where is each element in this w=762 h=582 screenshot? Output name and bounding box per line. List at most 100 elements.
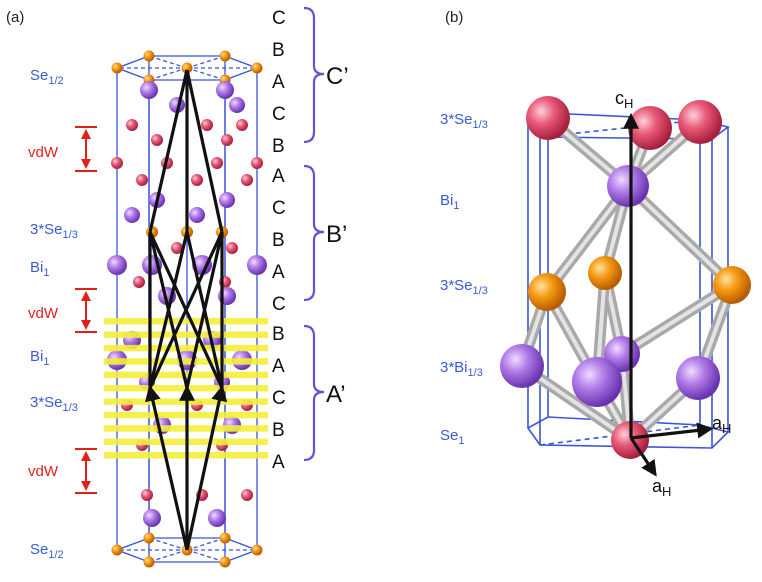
atom	[143, 509, 161, 527]
cell-line	[145, 384, 189, 551]
atom-se-top-right	[678, 100, 722, 144]
label-se-half-bottom: Se1/2	[30, 541, 64, 561]
stack-letter: B	[272, 324, 285, 345]
atom	[151, 134, 163, 146]
highlight-stripe	[104, 331, 268, 338]
panel-a: (a) Se1/2 vdW 3*Se1/3 Bi1 vdW Bi1 3*Se1/…	[6, 6, 349, 568]
label-vdw-3: vdW	[28, 463, 59, 480]
hexagon-inner-line	[186, 549, 226, 563]
label-bi1-b: Bi1	[30, 348, 49, 368]
stack-letter: A	[272, 166, 285, 187]
atom	[201, 119, 213, 131]
atom	[107, 255, 127, 275]
cell-line	[148, 231, 224, 389]
atom	[226, 242, 238, 254]
hexagon-inner-line	[148, 537, 188, 551]
highlight-stripe	[104, 318, 268, 325]
panel-b-atoms	[500, 96, 751, 459]
bracket-c-prime	[303, 6, 325, 144]
stack-letter: B	[272, 420, 285, 441]
panel-b: (b) cH aH aH 3*Se1/3 Bi1 3*Se1/3 3*Bi1/3…	[440, 9, 751, 499]
stack-letter: C	[272, 8, 286, 29]
hexagon-inner-line	[148, 67, 188, 81]
atom	[189, 207, 205, 223]
bond-highlight	[545, 184, 630, 294]
atom	[171, 242, 183, 254]
atom-se-top-middle	[628, 106, 672, 150]
label-bi1: Bi1	[30, 259, 49, 279]
cell-line	[185, 384, 228, 551]
atom-se-mid-left	[528, 273, 566, 311]
atom-bi-left	[500, 344, 544, 388]
atom-se-half	[251, 62, 263, 74]
atom-se-half	[219, 556, 231, 568]
label-3se-third-b: 3*Se1/3	[30, 394, 78, 414]
cell-line	[148, 69, 189, 233]
label-b-se1: Se1	[440, 427, 464, 447]
block-label-b-prime: B’	[326, 221, 347, 248]
atom-se-half	[219, 50, 231, 62]
atom-se-half	[111, 62, 123, 74]
hexagon-inner-line	[186, 55, 226, 69]
block-brackets	[303, 6, 325, 462]
atom-bi-front	[572, 357, 622, 407]
atom	[221, 134, 233, 146]
atom	[211, 157, 223, 169]
vector-a-h-2	[629, 437, 657, 477]
atom-se-half	[251, 544, 263, 556]
atom	[136, 174, 148, 186]
atom	[124, 207, 140, 223]
atom-se-half	[143, 532, 155, 544]
label-b-bi1: Bi1	[440, 192, 459, 212]
atom	[241, 174, 253, 186]
vector-a-h-1	[630, 422, 714, 440]
stack-letter: B	[272, 40, 285, 61]
atom	[140, 81, 158, 99]
stack-letter: C	[272, 388, 286, 409]
atom	[219, 192, 235, 208]
panel-a-atoms	[107, 50, 267, 568]
atom	[251, 157, 263, 169]
stack-letter: C	[272, 104, 286, 125]
atom-se-mid-middle	[588, 256, 622, 290]
atom	[247, 255, 267, 275]
vdw-gap-arrow-3	[75, 448, 97, 494]
stack-letter: B	[272, 230, 285, 251]
atom-se-half	[143, 556, 155, 568]
bracket-b-prime	[303, 164, 325, 302]
label-3se-third: 3*Se1/3	[30, 221, 78, 241]
stack-letter: A	[272, 452, 285, 473]
rhombohedral-cell-lines	[145, 69, 228, 551]
bracket-a-prime	[303, 324, 325, 462]
cell-line	[185, 69, 224, 233]
atom	[236, 119, 248, 131]
label-b-3se-top: 3*Se1/3	[440, 111, 488, 131]
label-b-3bi: 3*Bi1/3	[440, 359, 483, 379]
highlight-stripe	[104, 358, 268, 365]
hexagon-inner-line	[186, 537, 226, 551]
vdw-gap-arrow-1	[75, 126, 97, 172]
atom	[141, 489, 153, 501]
vdw-gap-arrow-2	[75, 288, 97, 333]
highlight-stripe	[104, 371, 268, 379]
stack-letter: A	[272, 262, 285, 283]
stack-letter: A	[272, 72, 285, 93]
atom	[241, 489, 253, 501]
atom-bi-top	[607, 165, 649, 207]
atom	[133, 276, 145, 288]
stack-letter: B	[272, 136, 285, 157]
atom	[111, 157, 123, 169]
cell-line	[148, 231, 189, 389]
bond-highlight	[620, 283, 734, 356]
label-a-h-2: aH	[652, 476, 671, 499]
label-c-h: cH	[615, 88, 633, 111]
stack-letter: C	[272, 294, 286, 315]
atom	[191, 174, 203, 186]
atom	[208, 509, 226, 527]
label-b-3se-mid: 3*Se1/3	[440, 277, 488, 297]
panel-b-label: (b)	[445, 9, 463, 26]
hexagon-inner-line	[148, 549, 188, 563]
block-label-a-prime: A’	[326, 381, 346, 408]
